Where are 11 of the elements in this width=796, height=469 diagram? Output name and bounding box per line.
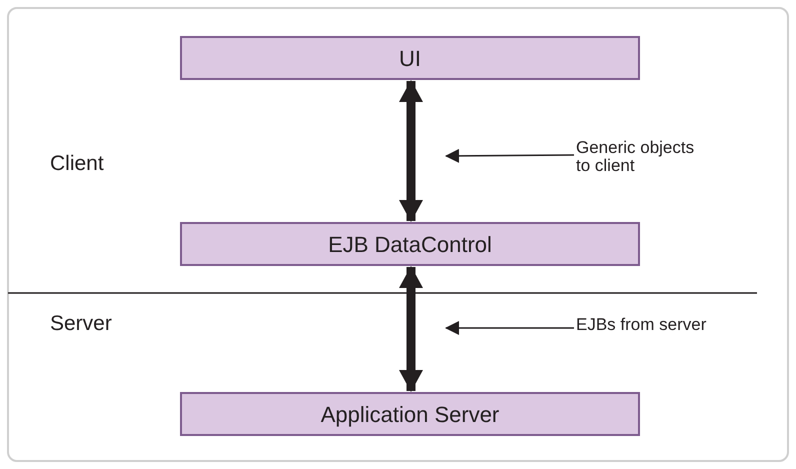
- layer-box: Application Server: [180, 392, 640, 436]
- side-label: Server: [50, 311, 112, 337]
- layer-box: UI: [180, 36, 640, 80]
- double-arrow: [399, 80, 423, 222]
- annotation-text: Generic objects to client: [576, 139, 696, 185]
- double-arrow: [399, 266, 423, 392]
- leader-arrow: [445, 148, 574, 163]
- layer-box: EJB DataControl: [180, 222, 640, 266]
- annotation-text: EJBs from server: [576, 316, 736, 340]
- leader-arrow: [445, 321, 574, 335]
- side-label: Client: [50, 151, 104, 177]
